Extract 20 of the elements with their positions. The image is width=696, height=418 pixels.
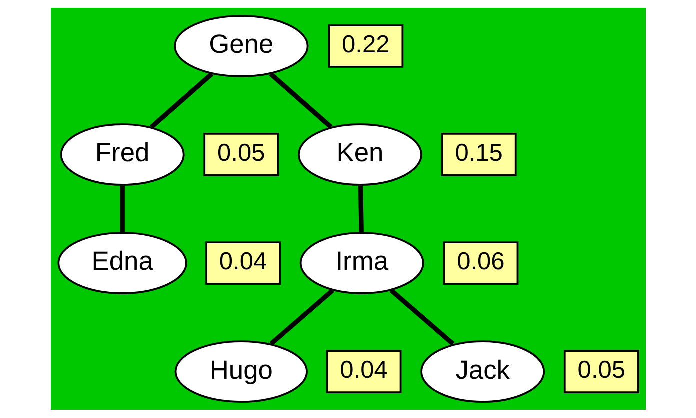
node-ellipse: Hugo [174, 340, 308, 403]
node-label: 0.04 [340, 357, 388, 384]
node-ellipse: Jack [420, 340, 545, 403]
connector [120, 186, 124, 232]
connector [268, 72, 332, 130]
node-label: 0.22 [342, 32, 390, 59]
node-ellipse: Ken [297, 124, 422, 186]
node-ellipse: Edna [57, 232, 187, 294]
node-label: 0.06 [456, 248, 504, 276]
connector [150, 72, 214, 130]
connector [389, 288, 454, 346]
node-label: 0.04 [218, 248, 267, 276]
node-ellipse: Fred [60, 124, 184, 186]
node-ellipse: Gene [174, 15, 308, 78]
connector [358, 186, 364, 232]
node-label: 0.05 [577, 357, 626, 384]
connector [269, 288, 334, 346]
node-label: 0.05 [217, 140, 265, 168]
node-ellipse: Irma [299, 232, 424, 294]
node-label: 0.15 [454, 140, 502, 168]
